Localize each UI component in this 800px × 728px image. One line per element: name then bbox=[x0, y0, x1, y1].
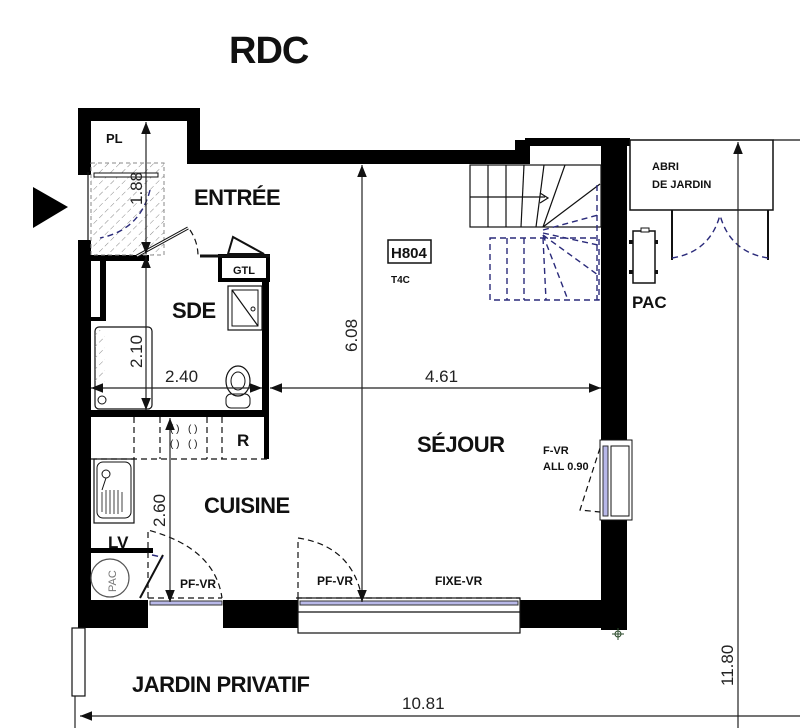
room-label-r: R bbox=[237, 431, 249, 450]
opening-label-f-vr: F-VR bbox=[543, 445, 569, 457]
room-label-abri-line1: ABRI bbox=[652, 161, 679, 173]
room-label-lv: LV bbox=[108, 533, 129, 552]
entrance-arrow-icon bbox=[33, 187, 68, 228]
opening-label-pf-vr-cuisine: PF-VR bbox=[180, 577, 216, 591]
washbasin bbox=[227, 285, 263, 331]
room-label-pac-external: PAC bbox=[632, 293, 667, 312]
room-label-sde: SDE bbox=[172, 298, 216, 323]
unit-code-box bbox=[387, 239, 432, 264]
pac-circle-label: PAC bbox=[107, 570, 119, 592]
svg-text:( ): ( ) bbox=[188, 439, 197, 450]
room-label-entree: ENTRÉE bbox=[194, 185, 280, 210]
dimension-sejour-depth: 6.08 bbox=[342, 319, 361, 352]
svg-text:( ): ( ) bbox=[170, 424, 179, 435]
opening-label-pf-vr-sejour: PF-VR bbox=[317, 574, 353, 588]
dimension-entree-depth: 1.88 bbox=[127, 172, 146, 205]
pac-external-unit bbox=[632, 230, 656, 284]
room-label-sejour: SÉJOUR bbox=[417, 432, 505, 457]
dimension-sde-width: 2.40 bbox=[165, 367, 198, 386]
dimension-sejour-width: 4.61 bbox=[425, 367, 458, 386]
opening-label-fixe-vr: FIXE-VR bbox=[435, 574, 483, 588]
room-label-jardin-privatif: JARDIN PRIVATIF bbox=[132, 672, 310, 697]
staircase bbox=[469, 164, 602, 301]
plan-title: RDC bbox=[229, 30, 309, 72]
dimension-lines bbox=[80, 122, 800, 728]
entree-hatched-zone bbox=[90, 162, 165, 256]
unit-type: T4C bbox=[391, 275, 410, 286]
svg-text:( ): ( ) bbox=[188, 424, 197, 435]
room-label-gtl: GTL bbox=[233, 265, 255, 277]
dimension-total-width: 10.81 bbox=[402, 694, 445, 713]
room-label-pl: PL bbox=[106, 131, 123, 146]
dimension-cuisine-depth: 2.60 bbox=[150, 494, 169, 527]
garden-shed bbox=[629, 139, 774, 211]
unit-code: H804 bbox=[391, 245, 428, 262]
dimension-total-depth: 11.80 bbox=[718, 645, 737, 686]
pac-heat-pump-unit bbox=[90, 558, 130, 598]
opening-label-f-vr-allege: ALL 0.90 bbox=[543, 461, 589, 473]
room-label-abri-line2: DE JARDIN bbox=[652, 179, 711, 191]
dimension-sde-depth: 2.10 bbox=[127, 335, 146, 368]
kitchen-sink bbox=[93, 458, 135, 524]
svg-text:( ): ( ) bbox=[170, 439, 179, 450]
toilet bbox=[225, 365, 251, 397]
room-label-cuisine: CUISINE bbox=[204, 493, 290, 518]
survey-point-marker bbox=[612, 628, 624, 640]
walls bbox=[78, 108, 630, 630]
